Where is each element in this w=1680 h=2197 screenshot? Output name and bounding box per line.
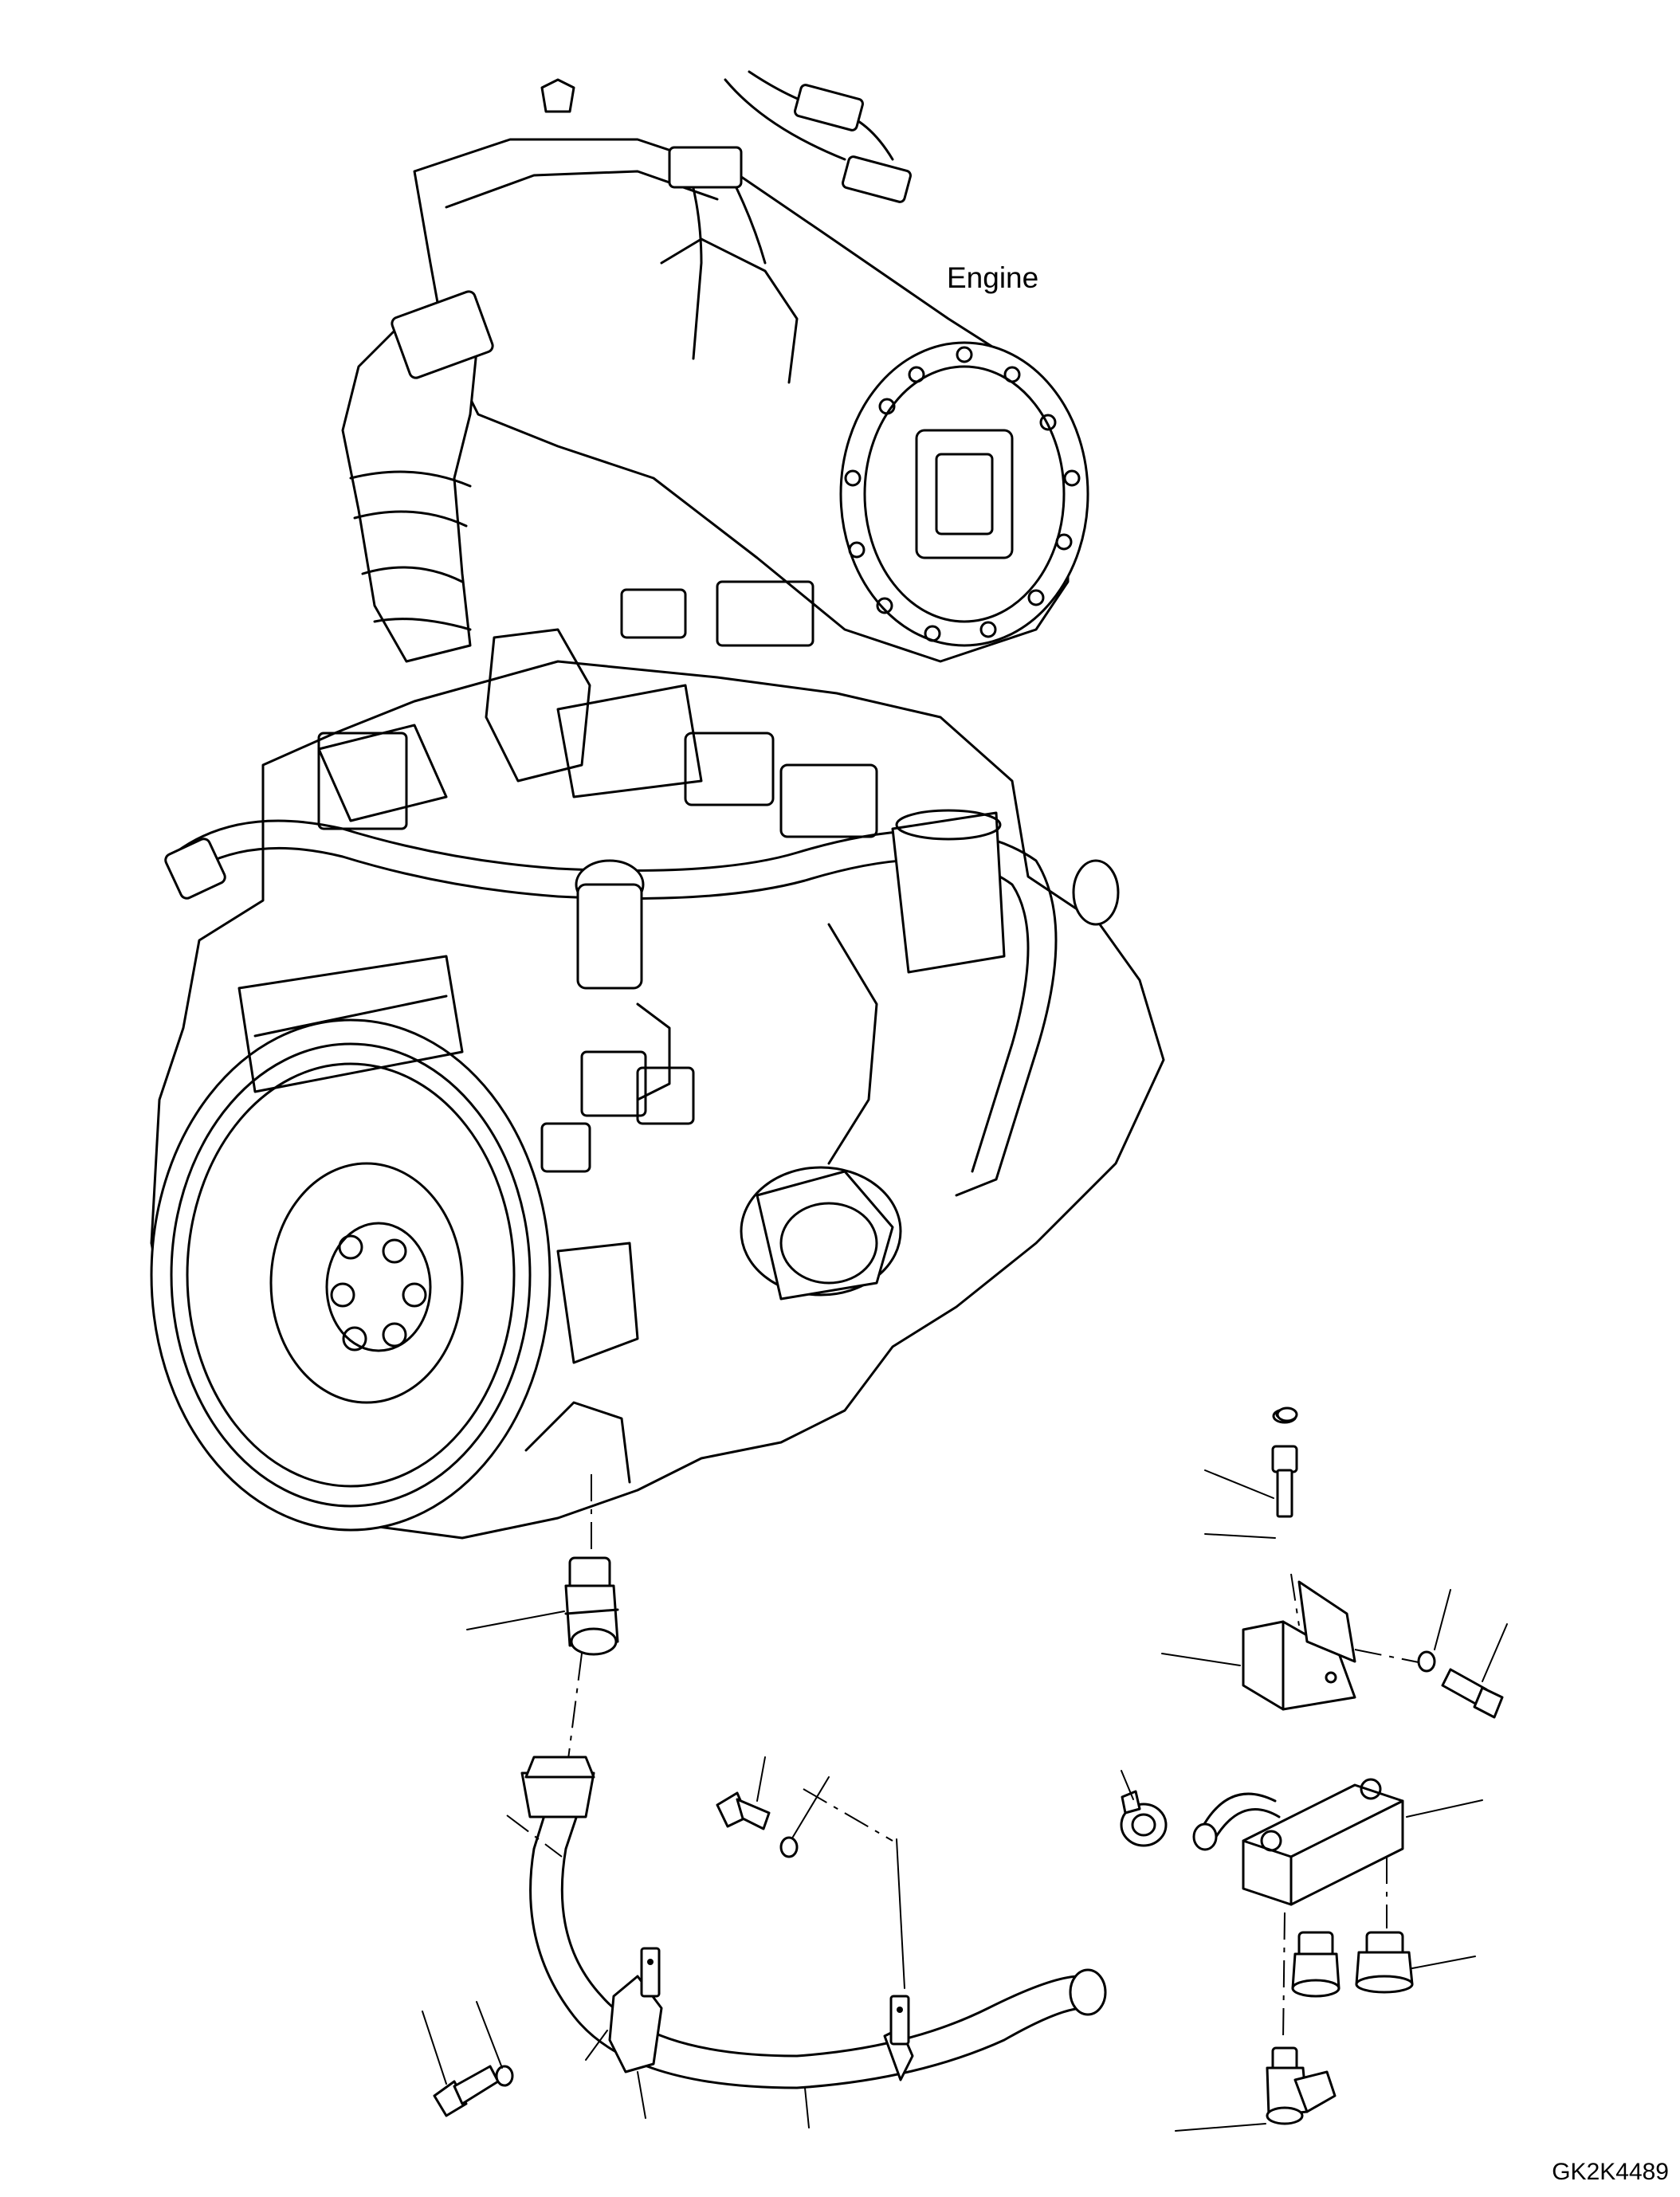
oil-filter	[740, 1166, 902, 1301]
fitting-right	[1355, 1931, 1414, 1994]
engine-assembly	[150, 70, 1165, 1540]
bolt-right	[1441, 1668, 1504, 1719]
leader-lines	[422, 1469, 1508, 2132]
bracket-plate	[1242, 1580, 1356, 1711]
intake-elbow	[341, 290, 494, 663]
bolt-top-right	[1271, 1408, 1298, 1518]
flywheel	[150, 1018, 551, 1532]
engine-label: Engine	[947, 261, 1039, 294]
hose-pipe	[520, 1756, 1107, 2089]
oil-cooler	[1120, 1778, 1404, 1906]
drawing-id: GK2K4489	[1552, 2159, 1669, 2185]
sensor-fitting	[1266, 2046, 1337, 2125]
bolt-lower-left	[433, 2065, 514, 2117]
fitting-left	[1291, 1931, 1340, 1998]
exhaust-canister	[413, 78, 1089, 663]
bolt-center	[716, 1791, 799, 1858]
adapter-fitting	[564, 1556, 619, 1656]
sensor-harness	[668, 70, 912, 360]
